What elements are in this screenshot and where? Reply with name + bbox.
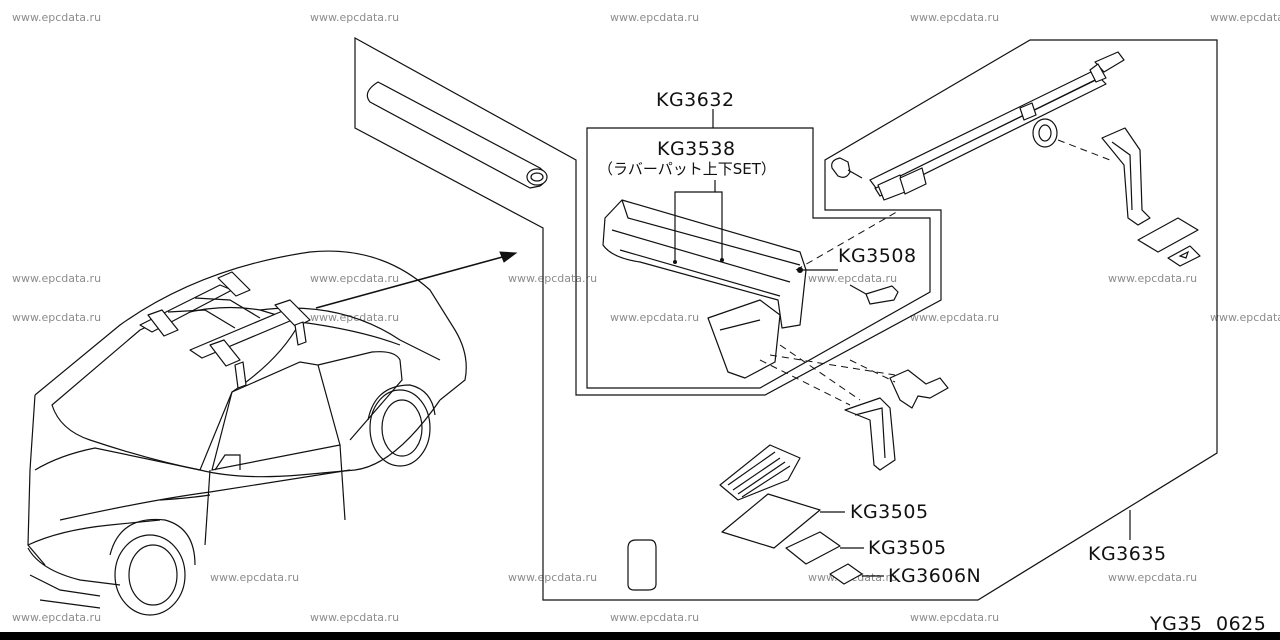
kit-frame bbox=[354, 36, 1218, 601]
bracket-part bbox=[1101, 127, 1151, 226]
watermark: www.epcdata.ru bbox=[1108, 571, 1197, 584]
label-n: KG3606N bbox=[888, 565, 981, 587]
bottom-border bbox=[0, 632, 1280, 640]
label-plate-a: KG3505 bbox=[850, 501, 929, 523]
ski-clamp-part bbox=[602, 199, 807, 379]
direction-arrow bbox=[315, 251, 518, 309]
car-illustration bbox=[27, 250, 467, 616]
watermark: www.epcdata.ru bbox=[508, 571, 597, 584]
watermarks: www.epcdata.ru www.epcdata.ru www.epcdat… bbox=[12, 11, 1280, 624]
key-part bbox=[849, 284, 899, 305]
watermark: www.epcdata.ru bbox=[1210, 311, 1280, 324]
watermark: www.epcdata.ru bbox=[12, 611, 101, 624]
label-rubber-pad: KG3538 bbox=[657, 138, 736, 160]
footer-number: 0625 bbox=[1216, 613, 1266, 635]
watermark: www.epcdata.ru bbox=[310, 11, 399, 24]
label-plate-b: KG3505 bbox=[868, 537, 947, 559]
watermark: www.epcdata.ru bbox=[610, 311, 699, 324]
watermark: www.epcdata.ru bbox=[12, 272, 101, 285]
watermark: www.epcdata.ru bbox=[910, 611, 999, 624]
watermark: www.epcdata.ru bbox=[808, 272, 897, 285]
watermark: www.epcdata.ru bbox=[910, 311, 999, 324]
watermark: www.epcdata.ru bbox=[1210, 11, 1280, 24]
label-kit-main: KG3632 bbox=[656, 89, 735, 111]
label-rubber-pad-note: （ラバーパット上下SET） bbox=[598, 160, 776, 178]
label-attachment: KG3635 bbox=[1088, 543, 1167, 565]
watermark: www.epcdata.ru bbox=[610, 11, 699, 24]
watermark: www.epcdata.ru bbox=[508, 272, 597, 285]
rail-bar-part bbox=[831, 51, 1125, 201]
watermark: www.epcdata.ru bbox=[310, 611, 399, 624]
relation-lines bbox=[759, 139, 1111, 406]
plate-parts bbox=[627, 493, 863, 591]
label-key: KG3508 bbox=[838, 245, 917, 267]
watermark: www.epcdata.ru bbox=[12, 11, 101, 24]
watermark: www.epcdata.ru bbox=[910, 11, 999, 24]
watermark: www.epcdata.ru bbox=[12, 311, 101, 324]
clip-parts bbox=[844, 369, 949, 471]
watermark: www.epcdata.ru bbox=[210, 571, 299, 584]
watermark: www.epcdata.ru bbox=[610, 611, 699, 624]
base-part bbox=[719, 444, 801, 501]
watermark: www.epcdata.ru bbox=[310, 272, 399, 285]
watermark: www.epcdata.ru bbox=[1108, 272, 1197, 285]
footer-code: YG35 bbox=[1149, 613, 1203, 635]
rubber-strip-part bbox=[366, 81, 548, 189]
leader-lines bbox=[673, 109, 1131, 577]
roof-carrier bbox=[139, 271, 311, 389]
pad-parts-right bbox=[1137, 217, 1201, 267]
